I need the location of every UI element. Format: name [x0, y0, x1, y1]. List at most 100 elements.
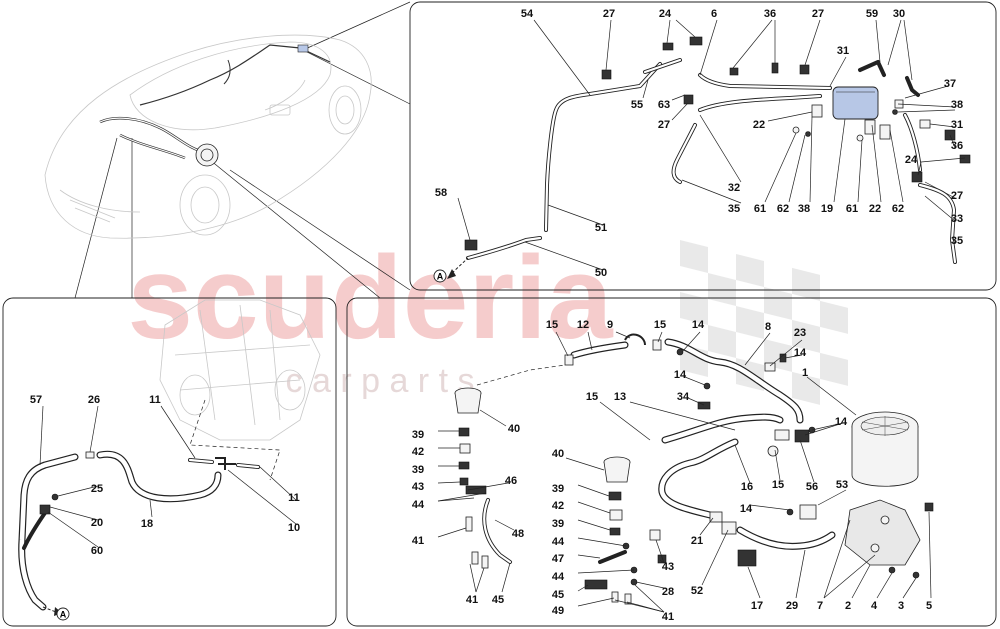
car-illustration: [44, 34, 372, 239]
part-number-label: 29: [786, 600, 798, 612]
part-number-label: 48: [512, 528, 524, 540]
part-number-label: 53: [836, 479, 848, 491]
part-number-label: 40: [508, 423, 520, 435]
part-number-label: 30: [893, 8, 905, 20]
callout-labels-top-right: 54 27 24 6 36 27 59 30 31 37 38 55 63 27 22 31 36 24 32 27 3…: [435, 8, 963, 279]
part-number-label: 31: [837, 45, 849, 57]
arrow-a-top: [447, 257, 469, 279]
part-number-label: 19: [821, 203, 833, 215]
part-number-label: 39: [412, 464, 424, 476]
part-number-label: 18: [141, 518, 153, 530]
part-number-label: 38: [798, 203, 810, 215]
callout-leader-lines: [39, 19, 966, 613]
reference-marker-circle: [56, 607, 70, 621]
part-number-label: 11: [288, 492, 300, 504]
panel-top-right: [409, 1, 997, 291]
part-number-label: 35: [728, 203, 740, 215]
reference-markers: AA: [56, 269, 447, 621]
part-number-label: 14: [692, 319, 705, 331]
part-number-label: 15: [772, 479, 784, 491]
part-number-label: 20: [91, 517, 103, 529]
panel-top-right-parts: [464, 36, 971, 264]
part-number-label: 12: [577, 319, 589, 331]
part-number-label: 45: [552, 589, 564, 601]
part-number-label: 4: [871, 600, 878, 612]
part-number-label: 7: [817, 600, 823, 612]
part-number-label: 40: [552, 448, 564, 460]
part-number-label: 9: [607, 319, 613, 331]
part-number-label: 24: [905, 154, 918, 166]
part-number-label: 62: [777, 203, 789, 215]
part-number-label: 49: [552, 605, 564, 617]
part-number-label: 14: [794, 347, 807, 359]
part-number-label: 39: [412, 429, 424, 441]
part-number-label: 24: [659, 8, 672, 20]
part-number-label: 42: [412, 446, 424, 458]
part-number-label: 46: [505, 475, 517, 487]
part-number-label: 26: [88, 394, 100, 406]
part-number-label: 17: [751, 600, 763, 612]
part-number-label: 41: [662, 611, 674, 623]
part-number-label: 14: [835, 416, 848, 428]
car-leader-lines: [74, 1, 411, 299]
part-number-label: 58: [435, 187, 447, 199]
part-number-label: 14: [674, 369, 687, 381]
part-number-label: 27: [812, 8, 824, 20]
part-number-label: 41: [466, 594, 478, 606]
panel-bottom-left-parts: [18, 299, 321, 611]
part-number-label: 44: [552, 536, 565, 548]
part-number-label: 14: [740, 503, 753, 515]
part-number-label: 44: [412, 499, 425, 511]
part-number-label: 10: [288, 522, 300, 534]
part-number-label: 60: [91, 545, 103, 557]
part-number-label: 57: [30, 394, 42, 406]
part-number-label: 61: [754, 203, 766, 215]
part-number-label: 37: [944, 78, 956, 90]
part-number-label: 36: [951, 140, 963, 152]
part-number-label: 22: [753, 119, 765, 131]
part-number-label: 15: [586, 391, 598, 403]
panel-bottom-left: [2, 297, 337, 627]
part-number-label: 5: [926, 600, 932, 612]
part-number-label: 43: [412, 481, 424, 493]
panel-bottom-right: [346, 297, 997, 627]
part-number-label: 51: [595, 222, 607, 234]
panel-bottom-right-parts: [454, 333, 934, 605]
part-number-label: 54: [521, 8, 534, 20]
reference-marker-circle: [433, 269, 447, 283]
part-number-label: 41: [412, 535, 424, 547]
part-number-label: 13: [614, 391, 626, 403]
part-number-label: 23: [794, 327, 806, 339]
part-number-label: 61: [846, 203, 858, 215]
part-number-label: 35: [951, 235, 963, 247]
part-number-label: 28: [662, 586, 674, 598]
part-number-label: 55: [631, 99, 643, 111]
part-number-label: 22: [869, 203, 881, 215]
part-number-label: 27: [658, 119, 670, 131]
part-number-label: 63: [658, 99, 670, 111]
part-number-label: 2: [845, 600, 851, 612]
part-number-label: 15: [546, 319, 558, 331]
part-number-label: 16: [741, 481, 753, 493]
part-number-label: 50: [595, 267, 607, 279]
part-number-label: 27: [951, 190, 963, 202]
part-number-label: 32: [728, 182, 740, 194]
reference-marker-label: A: [437, 272, 444, 282]
part-number-label: 62: [892, 203, 904, 215]
part-number-label: 59: [866, 8, 878, 20]
part-number-label: 52: [691, 585, 703, 597]
part-number-label: 44: [552, 571, 565, 583]
part-number-label: 6: [711, 8, 717, 20]
part-number-label: 47: [552, 553, 564, 565]
part-number-label: 36: [764, 8, 776, 20]
part-number-label: 27: [603, 8, 615, 20]
part-number-label: 3: [898, 600, 904, 612]
part-number-label: 31: [951, 119, 963, 131]
part-number-label: 42: [552, 500, 564, 512]
part-number-label: 34: [677, 391, 690, 403]
part-number-label: 39: [552, 518, 564, 530]
